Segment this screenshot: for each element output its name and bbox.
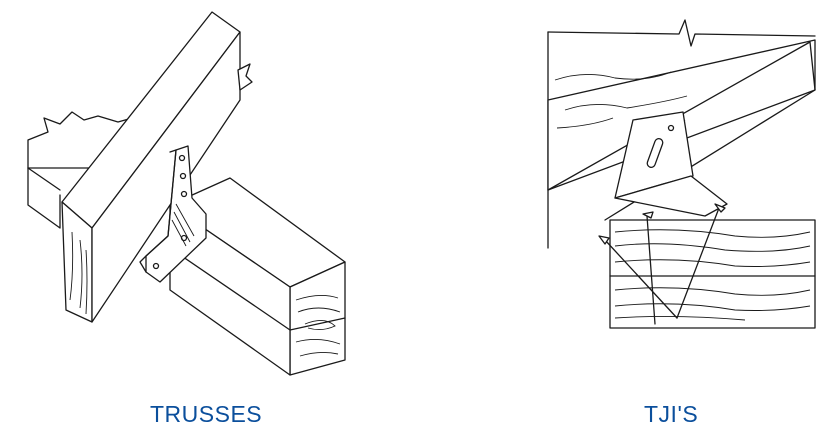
caption-tjis: TJI'S	[644, 401, 699, 427]
trusses-figure: TRUSSES	[27, 11, 346, 427]
truss-hanger-connection-drawing	[27, 11, 346, 376]
caption-trusses: TRUSSES	[150, 401, 263, 427]
tji-hanger-connection-drawing	[547, 19, 816, 329]
tjis-figure: TJI'S	[415, 0, 830, 445]
truss-web-face	[91, 31, 241, 323]
nail	[646, 215, 656, 325]
